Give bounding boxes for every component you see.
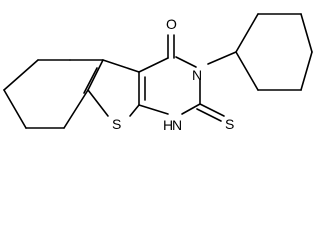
bond xyxy=(83,67,98,94)
thiophene-ring xyxy=(83,59,140,117)
thiophene-sulfur-label: S xyxy=(112,116,121,132)
bond xyxy=(181,103,201,115)
bond xyxy=(102,59,140,73)
bond xyxy=(87,89,109,117)
bond xyxy=(138,57,169,73)
nh-nitrogen-label: N xyxy=(172,117,182,133)
nh-hydrogen-label: H xyxy=(163,117,173,133)
bond xyxy=(175,56,197,68)
bond xyxy=(235,13,259,53)
bond xyxy=(196,108,222,122)
bond xyxy=(3,89,27,129)
bond xyxy=(300,13,313,53)
bond xyxy=(300,51,313,91)
cyclohexyl-ring xyxy=(235,13,313,91)
thione-group xyxy=(196,103,225,122)
nitrogen-ring-label: N xyxy=(192,67,202,83)
thione-sulfur-label: S xyxy=(225,116,234,132)
bond xyxy=(129,104,140,117)
oxygen-label: O xyxy=(166,16,177,32)
bond xyxy=(199,103,225,117)
bond xyxy=(63,89,89,129)
molecule-structure: O N S H N S xyxy=(3,13,313,133)
carbonyl-group xyxy=(167,34,175,59)
cyclohexene-ring xyxy=(3,59,104,129)
bond xyxy=(87,59,104,91)
n-cyclohexyl-bond xyxy=(207,51,237,65)
pyrimidine-ring xyxy=(138,56,201,115)
bond xyxy=(3,59,39,91)
bond xyxy=(235,51,259,91)
bond xyxy=(138,104,169,115)
